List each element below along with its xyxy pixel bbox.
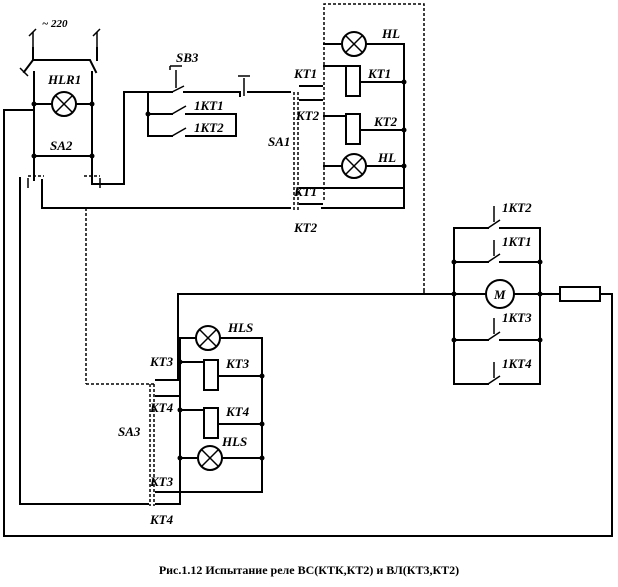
kt1-coil-label: KT1	[367, 66, 391, 81]
motor-symbol: M	[485, 279, 515, 309]
motor-1kt4-label: 1KT4	[502, 356, 532, 371]
kt4-contact-label-b: KT4	[149, 512, 174, 527]
kt1-coil	[345, 65, 361, 97]
kt3-contact-label-b: KT3	[149, 474, 174, 489]
supply-voltage-label: ~ 220	[42, 18, 68, 30]
hl-lamp-bottom	[341, 153, 367, 179]
kt4-coil-label: KT4	[225, 404, 250, 419]
figure-caption: Рис.1.12 Испытание реле ВС(КТК,КТ2) и ВЛ…	[159, 563, 459, 577]
kt4-contact-label-a: KT4	[149, 400, 174, 415]
hls-lamp-top	[195, 325, 221, 351]
sb3-button-block: SB3 1KT1 1KT2	[123, 50, 291, 185]
contact-1kt2-label: 1KT2	[194, 120, 224, 135]
hl-lamp-top	[341, 31, 367, 57]
kt2-coil	[345, 113, 361, 145]
sa1-relay-block: SA1 KT1 KT2 KT1 KT2 HL KT1 KT2	[268, 3, 425, 290]
kt2-contact-label-b: KT2	[293, 220, 318, 235]
kt3-coil-label: KT3	[225, 356, 250, 371]
motor-block: 1KT2 1KT1 M 1KT3 1KT4	[451, 200, 601, 385]
sa2-return-wire	[41, 179, 291, 209]
hl-top-label: HL	[381, 26, 400, 41]
sa1-label: SA1	[268, 134, 290, 149]
supply-terminals: ~ 220	[28, 18, 101, 48]
motor-1kt3-label: 1KT3	[502, 310, 532, 325]
hls-top-label: HLS	[227, 320, 253, 335]
outer-loop-wire	[3, 109, 613, 537]
motor-1kt1-label: 1KT1	[502, 234, 532, 249]
hlr1-lamp	[51, 91, 77, 117]
motor-label: M	[493, 287, 506, 302]
sa3-label: SA3	[118, 424, 141, 439]
kt1-contact-label-b: KT1	[293, 184, 317, 199]
contact-1kt1-label: 1KT1	[194, 98, 224, 113]
sa3-relay-block: SA3 KT3 KT4 KT3 KT4 HLS KT3 KT4	[118, 293, 265, 527]
kt3-contact-label-a: KT3	[149, 354, 174, 369]
hlr1-label: HLR1	[47, 72, 81, 87]
motor-1kt2-label: 1KT2	[502, 200, 532, 215]
kt1-contact-label-a: KT1	[293, 66, 317, 81]
hls-bottom-label: HLS	[221, 434, 247, 449]
kt4-coil	[203, 407, 219, 439]
resistor	[559, 286, 601, 302]
sa2-switch-block: HLR1 SA2	[19, 47, 125, 188]
kt2-coil-label: KT2	[373, 114, 398, 129]
sb3-label: SB3	[176, 50, 199, 65]
hl-bottom-label: HL	[377, 150, 396, 165]
inner-loop-wire	[19, 177, 149, 505]
kt2-contact-label-a: KT2	[295, 108, 320, 123]
kt3-coil	[203, 359, 219, 391]
sa2-label: SA2	[50, 138, 73, 153]
hls-lamp-bottom	[197, 445, 223, 471]
